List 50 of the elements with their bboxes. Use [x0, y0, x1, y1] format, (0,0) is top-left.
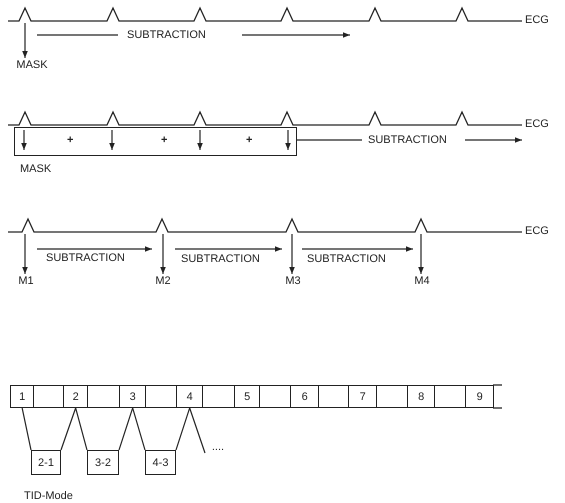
connector-line — [60, 408, 76, 450]
connector-line — [22, 408, 32, 450]
arrow — [160, 234, 166, 274]
plus-sign: + — [67, 134, 74, 147]
empty-frame-box — [434, 385, 466, 408]
plus-sign: + — [161, 134, 168, 147]
frame-box: 9 — [465, 385, 494, 408]
arrow — [418, 234, 424, 274]
arrow — [22, 23, 28, 58]
signal-label: ECG — [525, 225, 549, 238]
frame-box: 2-1 — [31, 450, 61, 475]
empty-frame-box — [145, 385, 178, 408]
connector-line — [118, 408, 134, 450]
connector-line — [189, 408, 206, 454]
node-caption: MASK — [20, 163, 52, 176]
frame-box: 4-3 — [145, 450, 176, 475]
empty-frame-box — [376, 385, 408, 408]
continuation-dots: .... — [205, 440, 231, 453]
empty-frame-box — [33, 385, 64, 408]
mask-box — [14, 127, 297, 156]
text-label: SUBTRACTION — [46, 252, 125, 265]
frame-box: 3-2 — [87, 450, 119, 475]
marker-label: M4 — [411, 274, 433, 288]
text-label: SUBTRACTION — [181, 253, 260, 266]
connector-line — [75, 408, 88, 450]
mode-label: TID-Mode — [24, 490, 73, 503]
marker-label: M1 — [15, 274, 37, 288]
frame-box: 8 — [407, 385, 436, 408]
arrow — [22, 234, 28, 274]
frame-box: 3 — [119, 385, 146, 408]
connector-line — [175, 408, 190, 450]
frame-box: 2 — [63, 385, 88, 408]
marker-label: MASK — [14, 58, 50, 72]
frame-box: 7 — [348, 385, 378, 408]
arrow — [289, 234, 295, 274]
frame-box: 5 — [234, 385, 260, 408]
connector-line — [132, 408, 146, 450]
frame-box: 1 — [10, 385, 34, 408]
empty-frame-box — [87, 385, 120, 408]
signal-label: ECG — [525, 14, 549, 27]
frame-box: 6 — [290, 385, 320, 408]
empty-frame-box — [318, 385, 350, 408]
signal-label: ECG — [525, 118, 549, 131]
empty-frame-box — [202, 385, 236, 408]
text-label: SUBTRACTION — [307, 253, 386, 266]
frame-box: 4 — [176, 385, 204, 408]
plus-sign: + — [246, 134, 252, 147]
marker-label: M2 — [152, 274, 174, 288]
empty-frame-box — [259, 385, 292, 408]
marker-label: M3 — [282, 274, 304, 288]
